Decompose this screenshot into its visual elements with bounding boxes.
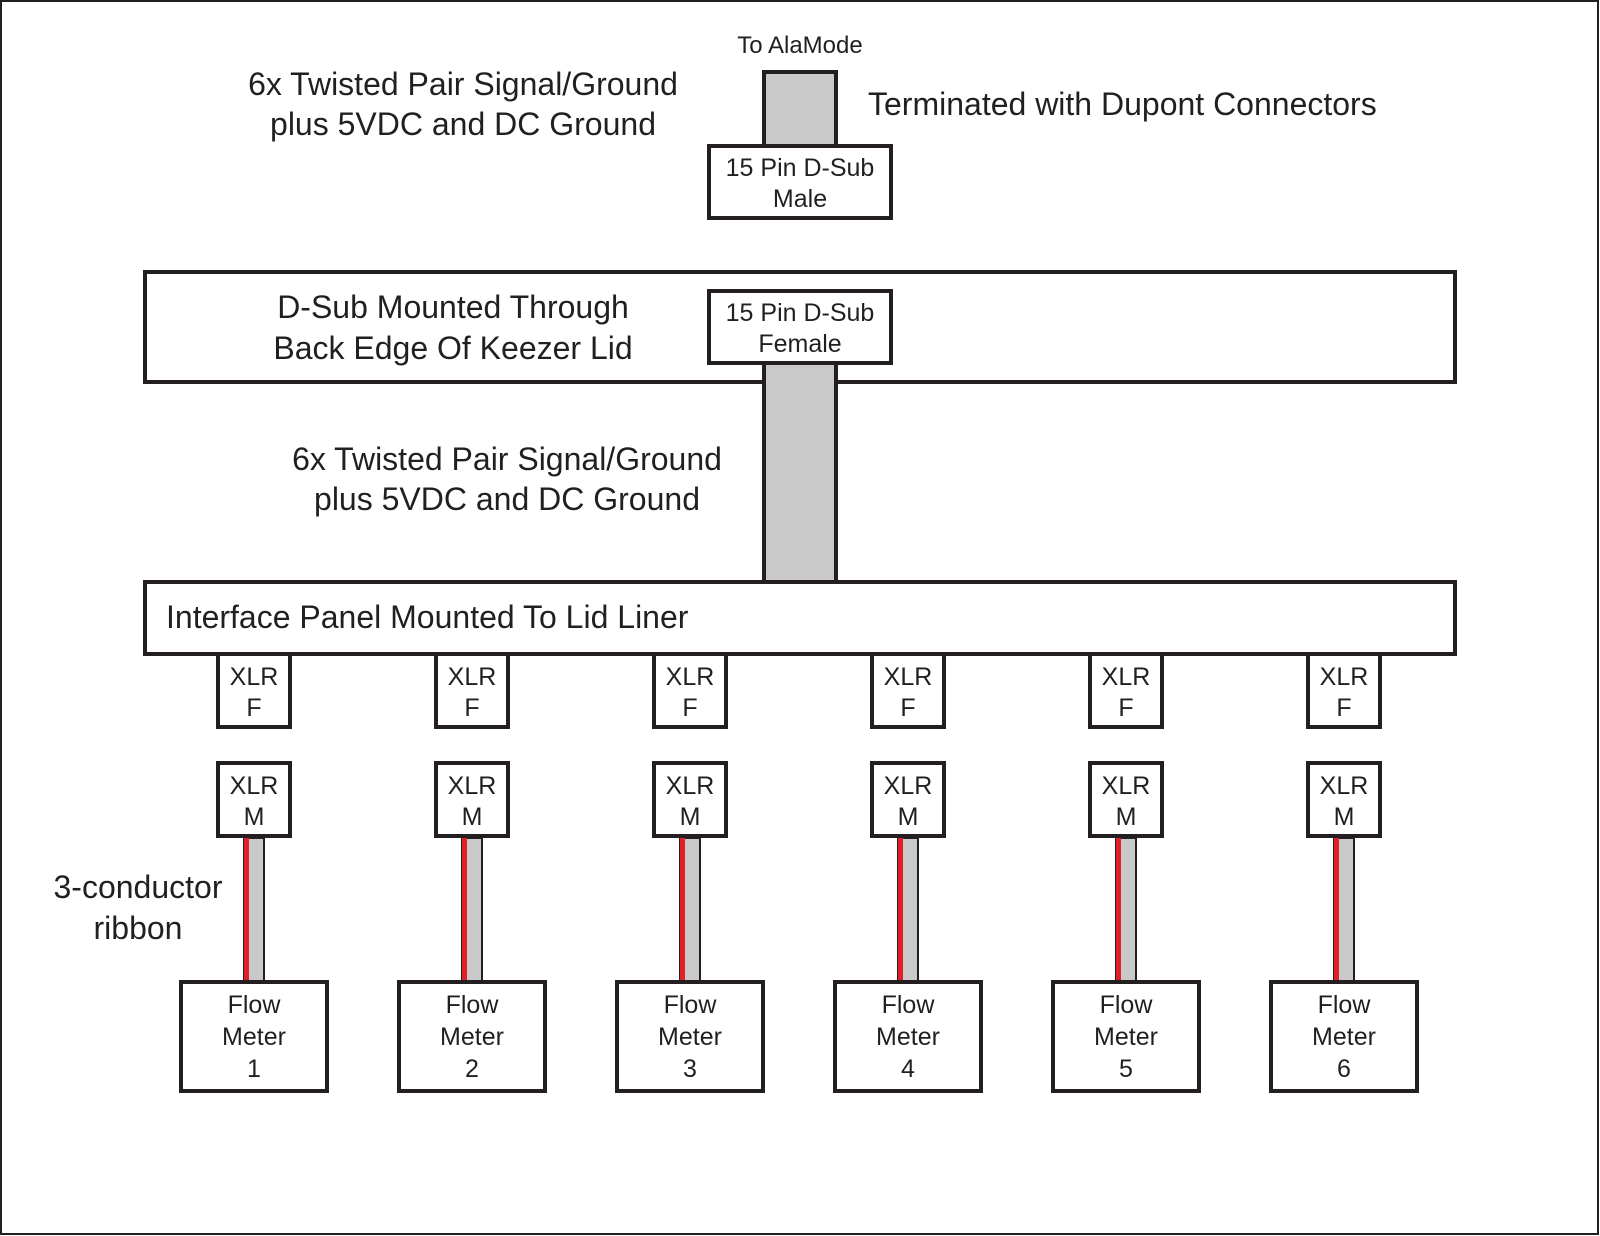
xlr-male-5-line2: M xyxy=(1116,803,1137,831)
xlr-female-2 xyxy=(434,652,510,729)
flow-meter-2-line3: 2 xyxy=(465,1055,479,1083)
xlr-male-2 xyxy=(434,761,510,838)
xlr-male-1-line1: XLR xyxy=(230,772,279,800)
xlr-male-5 xyxy=(1088,761,1164,838)
xlr-female-4-line1: XLR xyxy=(884,663,933,691)
termination-note: Terminated with Dupont Connectors xyxy=(868,86,1377,122)
flow-meter-1-line2: Meter xyxy=(222,1023,286,1051)
flow-meter-6 xyxy=(1269,980,1419,1093)
xlr-female-5-line2: F xyxy=(1118,694,1133,722)
xlr-male-5-line1: XLR xyxy=(1102,772,1151,800)
xlr-female-4 xyxy=(870,652,946,729)
ribbon-red-conductor-3 xyxy=(680,838,685,982)
dsub-male-line2: Male xyxy=(773,185,827,213)
ribbon-label-line2: ribbon xyxy=(94,910,183,946)
interface-panel xyxy=(143,580,1457,656)
flow-meter-6-line3: 6 xyxy=(1337,1055,1351,1083)
ribbon-red-conductor-5 xyxy=(1116,838,1121,982)
xlr-female-3-line2: F xyxy=(682,694,697,722)
flow-meter-3-line3: 3 xyxy=(683,1055,697,1083)
flow-meter-4-line3: 4 xyxy=(901,1055,915,1083)
xlr-male-4-line2: M xyxy=(898,803,919,831)
ribbon-label-line1: 3-conductor xyxy=(54,869,223,905)
flow-meter-3-line1: Flow xyxy=(664,991,718,1019)
dsub-male-box xyxy=(707,144,893,220)
middle-cable-note-line1: 6x Twisted Pair Signal/Ground xyxy=(292,441,722,477)
xlr-female-1-line2: F xyxy=(246,694,261,722)
flow-meter-6-line2: Meter xyxy=(1312,1023,1376,1051)
interface-panel-label: Interface Panel Mounted To Lid Liner xyxy=(166,599,689,635)
flow-meter-1 xyxy=(179,980,329,1093)
xlr-female-6-line1: XLR xyxy=(1320,663,1369,691)
xlr-female-5-line1: XLR xyxy=(1102,663,1151,691)
flow-meter-5-line2: Meter xyxy=(1094,1023,1158,1051)
flow-meter-4-line1: Flow xyxy=(882,991,936,1019)
dsub-female-line1: 15 Pin D-Sub xyxy=(726,299,875,327)
xlr-female-6 xyxy=(1306,652,1382,729)
xlr-male-6-line2: M xyxy=(1334,803,1355,831)
flow-meter-5-line3: 5 xyxy=(1119,1055,1133,1083)
dsub-female-box xyxy=(707,289,893,365)
top-cable xyxy=(762,70,838,148)
middle-cable xyxy=(762,360,838,586)
xlr-female-4-line2: F xyxy=(900,694,915,722)
xlr-male-2-line2: M xyxy=(462,803,483,831)
top-cable-note-line2: plus 5VDC and DC Ground xyxy=(270,106,656,142)
xlr-female-1-line1: XLR xyxy=(230,663,279,691)
flow-meter-1-line1: Flow xyxy=(228,991,282,1019)
flow-meter-5 xyxy=(1051,980,1201,1093)
ribbon-red-conductor-6 xyxy=(1334,838,1339,982)
flow-meter-2 xyxy=(397,980,547,1093)
xlr-male-2-line1: XLR xyxy=(448,772,497,800)
lid-label-line1: D-Sub Mounted Through xyxy=(277,289,629,325)
top-cable-note-line1: 6x Twisted Pair Signal/Ground xyxy=(248,66,678,102)
flow-meter-4 xyxy=(833,980,983,1093)
xlr-female-5 xyxy=(1088,652,1164,729)
xlr-male-3 xyxy=(652,761,728,838)
xlr-male-1-line2: M xyxy=(244,803,265,831)
xlr-female-2-line2: F xyxy=(464,694,479,722)
flow-meter-1-line3: 1 xyxy=(247,1055,261,1083)
xlr-female-6-line2: F xyxy=(1336,694,1351,722)
xlr-male-3-line1: XLR xyxy=(666,772,715,800)
flow-meter-2-line2: Meter xyxy=(440,1023,504,1051)
dsub-female-line2: Female xyxy=(758,330,841,358)
middle-cable-note-line2: plus 5VDC and DC Ground xyxy=(314,481,700,517)
xlr-male-4 xyxy=(870,761,946,838)
xlr-male-6 xyxy=(1306,761,1382,838)
xlr-female-1 xyxy=(216,652,292,729)
flow-meter-4-line2: Meter xyxy=(876,1023,940,1051)
ribbon-red-conductor-1 xyxy=(244,838,249,982)
flow-meter-3-line2: Meter xyxy=(658,1023,722,1051)
xlr-female-3-line1: XLR xyxy=(666,663,715,691)
flow-meter-6-line1: Flow xyxy=(1318,991,1372,1019)
to-alamode-label: To AlaMode xyxy=(737,32,862,59)
ribbon-red-conductor-4 xyxy=(898,838,903,982)
xlr-female-3 xyxy=(652,652,728,729)
flow-meter-2-line1: Flow xyxy=(446,991,500,1019)
xlr-male-3-line2: M xyxy=(680,803,701,831)
xlr-male-1 xyxy=(216,761,292,838)
xlr-female-2-line1: XLR xyxy=(448,663,497,691)
flow-meter-5-line1: Flow xyxy=(1100,991,1154,1019)
xlr-male-4-line1: XLR xyxy=(884,772,933,800)
flow-meter-3 xyxy=(615,980,765,1093)
xlr-male-6-line1: XLR xyxy=(1320,772,1369,800)
lid-label-line2: Back Edge Of Keezer Lid xyxy=(273,330,632,366)
ribbon-red-conductor-2 xyxy=(462,838,467,982)
dsub-male-line1: 15 Pin D-Sub xyxy=(726,154,875,182)
